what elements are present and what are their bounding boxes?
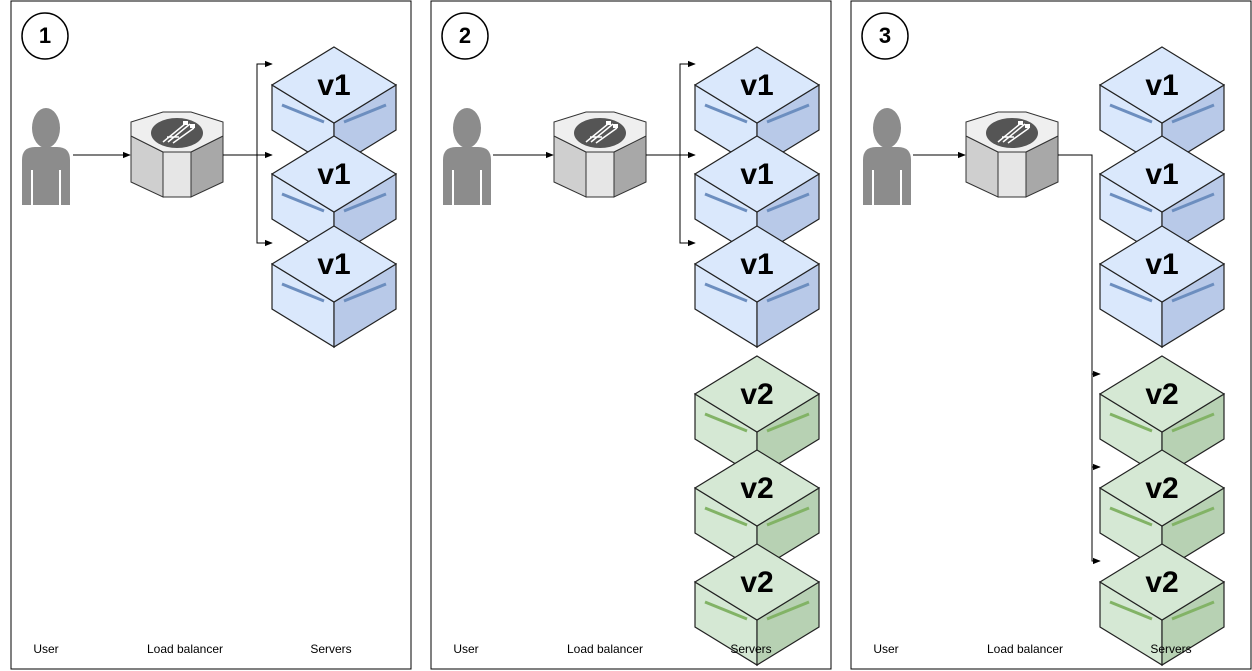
label-user: User: [453, 642, 478, 656]
v2-server: v2: [1098, 543, 1226, 667]
label-lb: Load balancer: [567, 642, 643, 656]
connection-arrow: [1058, 154, 1101, 565]
step-number: 1: [39, 23, 51, 48]
connection-arrow: [646, 154, 696, 247]
step-number: 2: [459, 23, 471, 48]
v2-server: v2: [1098, 355, 1226, 479]
user-icon: [443, 108, 491, 205]
server-version-label: v2: [1145, 472, 1178, 505]
step-badge: 2: [441, 12, 489, 60]
label-user: User: [873, 642, 898, 656]
server-version-label: v2: [740, 566, 773, 599]
v1-server: v1: [1098, 225, 1226, 349]
step-badge: 3: [861, 12, 909, 60]
user-icon: [863, 108, 911, 205]
server-version-label: v2: [740, 378, 773, 411]
label-lb: Load balancer: [987, 642, 1063, 656]
server-version-label: v1: [317, 69, 350, 102]
label-servers: Servers: [310, 642, 351, 656]
server-version-label: v1: [740, 69, 773, 102]
server-version-label: v2: [740, 472, 773, 505]
load-balancer-icon: [553, 111, 647, 198]
server-version-label: v1: [740, 158, 773, 191]
connection-arrow: [223, 154, 273, 247]
v2-server: v2: [1098, 449, 1226, 573]
label-servers: Servers: [730, 642, 771, 656]
v1-server: v1: [693, 225, 821, 349]
server-version-label: v2: [1145, 566, 1178, 599]
server-version-label: v1: [1145, 69, 1178, 102]
step-number: 3: [879, 23, 891, 48]
server-version-label: v1: [317, 248, 350, 281]
v2-server: v2: [693, 543, 821, 667]
label-servers: Servers: [1150, 642, 1191, 656]
v1-server: v1: [270, 225, 398, 349]
server-version-label: v1: [1145, 158, 1178, 191]
label-user: User: [33, 642, 58, 656]
v1-server: v1: [693, 46, 821, 170]
server-version-label: v1: [317, 158, 350, 191]
server-version-label: v1: [1145, 248, 1178, 281]
user-icon: [22, 108, 70, 205]
step-badge: 1: [21, 12, 69, 60]
load-balancer-icon: [130, 111, 224, 198]
label-lb: Load balancer: [147, 642, 223, 656]
v2-server: v2: [693, 449, 821, 573]
load-balancer-icon: [965, 111, 1059, 198]
server-version-label: v1: [740, 248, 773, 281]
server-version-label: v2: [1145, 378, 1178, 411]
